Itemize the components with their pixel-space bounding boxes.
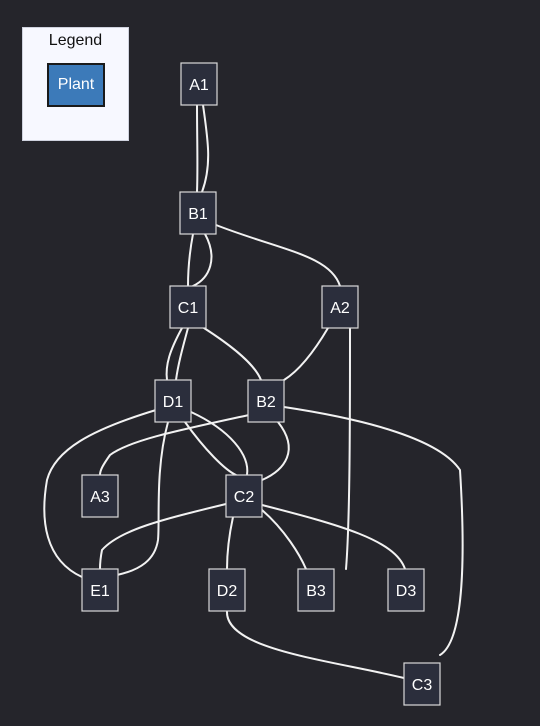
edge-b1-c1 [187,233,194,287]
edge-b1-a2 [215,224,341,287]
node-label: A2 [330,300,350,317]
node-c2[interactable]: C2 [225,474,263,518]
node-box [321,285,359,329]
node-box [180,62,218,106]
node-label: B3 [306,583,326,600]
node-label: C3 [412,677,433,694]
node-label: D3 [396,583,417,600]
edge-b2-c3 [283,406,464,656]
node-box [225,474,263,518]
node-e1[interactable]: E1 [81,568,119,612]
node-b1[interactable]: B1 [179,191,217,235]
edge-c1-d1 [165,327,183,381]
node-d3[interactable]: D3 [387,568,425,612]
node-label: B1 [188,206,208,223]
node-box [297,568,335,612]
node-d2[interactable]: D2 [208,568,246,612]
node-b2[interactable]: B2 [247,379,285,423]
node-label: A3 [90,489,110,506]
node-d1[interactable]: D1 [154,379,192,423]
node-box [179,191,217,235]
edge-b2-a3 [99,414,250,476]
legend: Legend Plant [22,27,129,141]
edge-d1-e1 [116,421,169,576]
node-c1[interactable]: C1 [169,285,207,329]
node-box [154,379,192,423]
node-label: C1 [178,300,199,317]
edge-c1-b2 [203,327,262,381]
legend-item-label: Plant [57,76,95,93]
node-box [403,662,441,706]
node-label: D1 [163,394,184,411]
edge-d2-c3 [225,610,405,679]
node-a3[interactable]: A3 [81,474,119,518]
legend-title: Legend [48,32,103,49]
node-box [81,568,119,612]
edge-a2-b2 [283,327,329,381]
node-a2[interactable]: A2 [321,285,359,329]
edge-c2-b3 [261,509,307,570]
node-c3[interactable]: C3 [403,662,441,706]
edge-a2-b3 [345,327,351,570]
edge-d1-c2 [190,411,249,476]
edge-d1-e1 [43,409,157,578]
edge-a1-b1 [201,104,210,193]
node-box [387,568,425,612]
node-box [208,568,246,612]
node-box [81,474,119,518]
edge-c2-e1 [99,503,227,570]
edges-layer [43,104,464,679]
node-label: E1 [90,583,110,600]
edge-b1-c1 [192,233,213,287]
node-a1[interactable]: A1 [180,62,218,106]
legend-item-plant: Plant [47,63,105,107]
edge-c2-d2 [226,516,234,570]
node-label: A1 [189,77,209,94]
edge-b2-c2 [261,421,290,481]
node-label: C2 [234,489,255,506]
edge-c2-d3 [261,504,406,570]
edge-d1-c2 [184,421,237,476]
node-box [247,379,285,423]
edge-c1-d1 [175,327,189,381]
node-label: D2 [217,583,238,600]
node-label: B2 [256,394,276,411]
node-box [169,285,207,329]
node-b3[interactable]: B3 [297,568,335,612]
